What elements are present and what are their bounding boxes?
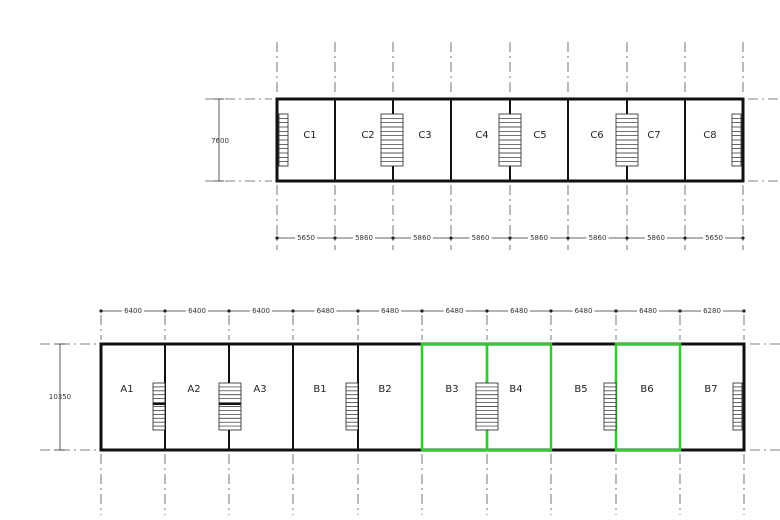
stair-symbol xyxy=(732,382,743,431)
unit-label-a1: A1 xyxy=(120,384,133,395)
span-dimension-label: 6480 xyxy=(639,307,657,315)
span-dimension-label: 5650 xyxy=(297,234,315,242)
span-dimension-label: 5860 xyxy=(355,234,373,242)
dimension-dot xyxy=(683,236,687,240)
dimension-label-bg xyxy=(645,234,667,242)
unit-label-c6: C6 xyxy=(590,130,603,141)
unit-label-c8: C8 xyxy=(703,130,716,141)
span-dimension-label: 6400 xyxy=(188,307,206,315)
dimension-dot xyxy=(741,236,745,240)
dimension-label-bg xyxy=(411,234,433,242)
stair-symbol xyxy=(603,382,617,431)
span-dimension-label: 5860 xyxy=(472,234,490,242)
unit-label-c1: C1 xyxy=(303,130,316,141)
dimension-dot xyxy=(449,236,453,240)
span-dimension-label: 5860 xyxy=(589,234,607,242)
dimension-label-bg xyxy=(703,234,725,242)
stair-symbol xyxy=(731,113,742,167)
dimension-label-bg xyxy=(586,234,609,242)
span-dimension-label: 6480 xyxy=(575,307,593,315)
highlight-frame-b6 xyxy=(614,342,682,452)
dimension-dot xyxy=(508,236,512,240)
unit-label-b3: B3 xyxy=(445,384,458,395)
span-dimension-label: 5650 xyxy=(705,234,723,242)
dimension-label-bg xyxy=(701,307,723,315)
dimension-label-bg xyxy=(443,307,466,315)
unit-label-a3: A3 xyxy=(253,384,266,395)
span-dimension-label: 6280 xyxy=(703,307,721,315)
dimension-label-bg xyxy=(295,234,317,242)
span-dimension-label: 5860 xyxy=(530,234,548,242)
stair-symbol xyxy=(278,113,289,167)
unit-label-b6: B6 xyxy=(640,384,653,395)
stair-symbol xyxy=(152,382,166,431)
dimension-dot xyxy=(356,309,360,313)
unit-label-c2: C2 xyxy=(361,130,374,141)
dimension-dot xyxy=(275,236,279,240)
top-building-block: 7600 C1 C2 C3 C4 C5 C6 C7 C8 5650 5860 5860 5860 5860… xyxy=(205,42,780,250)
span-dimension-label: 6480 xyxy=(446,307,464,315)
dimension-dot xyxy=(485,309,489,313)
stair-symbol xyxy=(345,382,359,431)
dimension-dot xyxy=(333,236,337,240)
dimension-dot xyxy=(549,309,553,313)
unit-label-b4: B4 xyxy=(509,384,522,395)
dimension-dot xyxy=(566,236,570,240)
dimension-label-bg xyxy=(508,307,530,315)
dimension-label-bg xyxy=(637,307,659,315)
stair-symbol xyxy=(475,382,499,431)
span-dimension-label: 5860 xyxy=(647,234,665,242)
unit-label-b2: B2 xyxy=(378,384,391,395)
dimension-label-bg xyxy=(379,307,401,315)
bottom-building-block: 6400 6400 6400 6480 6480 6480 6480 6480 6480 6280… xyxy=(40,307,780,515)
height-dimension-label: 10350 xyxy=(49,393,71,401)
stair-symbol xyxy=(218,382,242,431)
dimension-dot xyxy=(227,309,231,313)
unit-label-c4: C4 xyxy=(475,130,488,141)
span-dimension-label: 6400 xyxy=(124,307,142,315)
unit-label-b1: B1 xyxy=(313,384,326,395)
unit-label-b7: B7 xyxy=(704,384,717,395)
dimension-dot xyxy=(163,309,167,313)
dimension-dot xyxy=(742,309,746,313)
dimension-dot xyxy=(678,309,682,313)
dimension-dot xyxy=(391,236,395,240)
dimension-label-bg xyxy=(528,234,550,242)
dimension-label-bg xyxy=(314,307,337,315)
dimension-label-bg xyxy=(250,307,272,315)
span-dimension-label: 6480 xyxy=(381,307,399,315)
stair-symbol xyxy=(615,113,639,167)
unit-label-c7: C7 xyxy=(647,130,660,141)
dimension-label-bg xyxy=(469,234,492,242)
dimension-label-bg xyxy=(122,307,144,315)
height-dimension-label: 7600 xyxy=(211,137,229,145)
unit-label-c5: C5 xyxy=(533,130,546,141)
dimension-label-bg xyxy=(186,307,208,315)
dimension-label-bg xyxy=(353,234,375,242)
dimension-label-bg xyxy=(572,307,595,315)
dimension-dot xyxy=(625,236,629,240)
unit-label-a2: A2 xyxy=(187,384,200,395)
dimension-dot xyxy=(420,309,424,313)
dimension-dot xyxy=(614,309,618,313)
stair-symbol xyxy=(380,113,404,167)
dimension-dot xyxy=(291,309,295,313)
stair-symbol xyxy=(498,113,522,167)
span-dimension-label: 5860 xyxy=(413,234,431,242)
unit-label-c3: C3 xyxy=(418,130,431,141)
span-dimension-label: 6480 xyxy=(510,307,528,315)
unit-label-b5: B5 xyxy=(574,384,587,395)
span-dimension-label: 6480 xyxy=(317,307,335,315)
dimension-dot xyxy=(99,309,103,313)
span-dimension-label: 6400 xyxy=(252,307,270,315)
